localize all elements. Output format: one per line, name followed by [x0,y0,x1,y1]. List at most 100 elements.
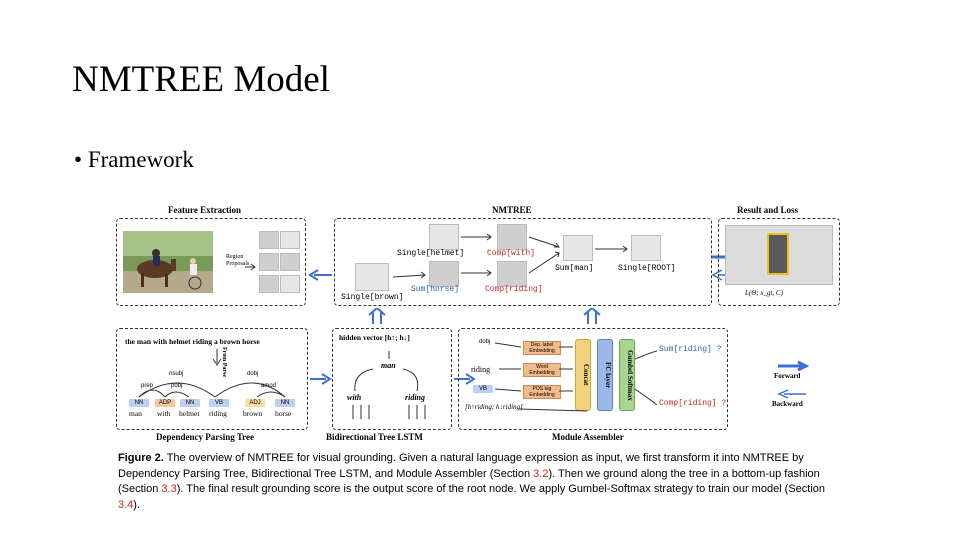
nmtree-panel: Single[helmet] Comp[with] Sum[man] Singl… [334,218,712,306]
module-assembler-panel: dobj riding VB [h↑riding; h↓riding] Dep.… [458,328,728,430]
hidden-vector-label: hidden vector [h↑; h↓] [339,333,410,342]
slide-title: NMTREE Model [72,59,330,100]
section-ref[interactable]: 3.4 [118,498,134,511]
assembler-word: riding [471,365,491,374]
proposal-crop [280,231,300,249]
caption-text: The overview of NMTREE for visual ground… [118,452,804,480]
word: helmet [179,409,200,418]
result-loss-panel: L(Θ; x_gt, C) [718,218,840,306]
assembler-up-arrow [583,308,601,324]
module-comp-with: Comp[with] [487,249,536,258]
backward-arrow-left [308,269,332,281]
module-comp-riding: Comp[riding] [485,285,543,294]
caption-text: ). [133,498,141,511]
assembler-arrows [494,342,658,412]
pos-tag: VB [209,399,229,407]
dep-embedding: Dep. label Embedding [523,341,561,355]
lstm-arcs [352,351,426,419]
pos-tag: NN [275,399,295,407]
proposal-crop [259,231,279,249]
caption-text: ). The final result grounding score is t… [176,483,826,495]
module-sum-man: Sum[man] [555,264,594,273]
module-output-image [429,224,459,250]
module-assembler-title: Module Assembler [552,432,624,442]
backward-legend-label: Backward [772,400,803,408]
dep-prep: prep [141,383,154,389]
forward-legend-icon [778,360,810,372]
figure-caption: Figure 2. The overview of NMTREE for vis… [118,451,840,513]
assembler-hidden: [h↑riding; h↓riding] [465,403,523,411]
proposal-crop [259,275,279,293]
nmtree-title: NMTREE [492,205,532,215]
nmtree-arrows [392,233,628,279]
input-photo [123,231,213,293]
bullet-text: Framework [87,147,194,172]
bi-tree-lstm-panel: hidden vector [h↑; h↓] man with riding [332,328,452,430]
input-sentence: the man with helmet riding a brown horse [125,337,260,346]
lstm-node-right: riding [405,393,426,402]
module-output-image [429,261,459,287]
module-output-image [563,235,593,261]
lstm-node-root: man [381,361,396,370]
parse-from-label: From Parse [221,347,227,378]
dep-pobj: pobj [171,383,183,389]
assembler-dobj: dobj [479,339,491,345]
lstm-to-assembler-arrow [454,373,476,385]
word: man [129,409,142,418]
dep-nsubj: nsubj [169,371,184,377]
pos-tag: ADP [155,399,175,407]
tree-to-lstm-arrow [310,373,332,385]
region-proposals-label: Region Proposals [226,254,250,267]
module-single-root: Single[ROOT] [618,264,676,273]
result-loss-title: Result and Loss [737,205,799,215]
loss-label: L(Θ; x_gt, C) [745,289,783,297]
proposal-crop [280,253,300,271]
feature-extraction-panel: Region Proposals [116,218,306,306]
word: brown [243,409,263,418]
pos-embedding: POS tag Embedding [523,385,561,399]
assembler-out-comp: Comp[riding] ? [659,399,727,408]
dependency-arcs [138,382,286,398]
dep-dobj: dobj [247,371,259,377]
pos-tag: ADJ [245,399,265,407]
module-sum-horse: Sum[horse] [411,285,460,294]
word: with [157,409,171,418]
framework-figure: Feature Extraction Region Proposals NMTR… [112,196,842,516]
word-embedding: Word Embedding [523,363,561,377]
backward-legend-icon [777,389,806,399]
feature-extraction-title: Feature Extraction [168,205,242,215]
pos-tag: NN [129,399,149,407]
section-ref[interactable]: 3.3 [161,483,177,495]
module-output-image [631,235,661,261]
concat-layer: Concat [575,339,591,411]
caption-label: Figure 2. [118,452,164,464]
bullet-marker: • [74,147,83,172]
dependency-tree-panel: the man with helmet riding a brown horse… [116,328,308,430]
parse-arrow [212,349,222,366]
word: horse [275,409,292,418]
proposal-arrow [245,263,256,271]
module-output-image [497,224,527,250]
assembler-pos: VB [473,385,493,393]
word: riding [209,409,227,418]
module-single-helmet: Single[helmet] [397,249,465,258]
lstm-up-arrow [368,308,386,324]
module-single-brown: Single[brown] [341,293,404,302]
pos-tag: NN [180,399,200,407]
assembler-out-sum: Sum[riding] ? [659,345,722,354]
proposal-crop [280,275,300,293]
caption-text: ). Then we ground along the tree in a bo… [118,467,820,496]
dep-amod: amod [261,383,277,389]
bullet-item: • Framework [74,147,194,173]
gumbel-softmax-layer: Gumbel Softmax [619,339,635,411]
dependency-tree-title: Dependency Parsing Tree [156,432,254,442]
fc-layer: FC layer [597,339,613,411]
forward-legend-label: Forward [774,372,801,380]
proposal-crop [259,253,279,271]
grounding-box [767,233,789,275]
section-ref[interactable]: 3.2 [533,467,549,480]
module-output-image [355,263,389,291]
lstm-node-left: with [347,393,362,402]
bi-tree-lstm-title: Bidirectional Tree LSTM [326,432,423,442]
module-output-image [497,261,527,287]
